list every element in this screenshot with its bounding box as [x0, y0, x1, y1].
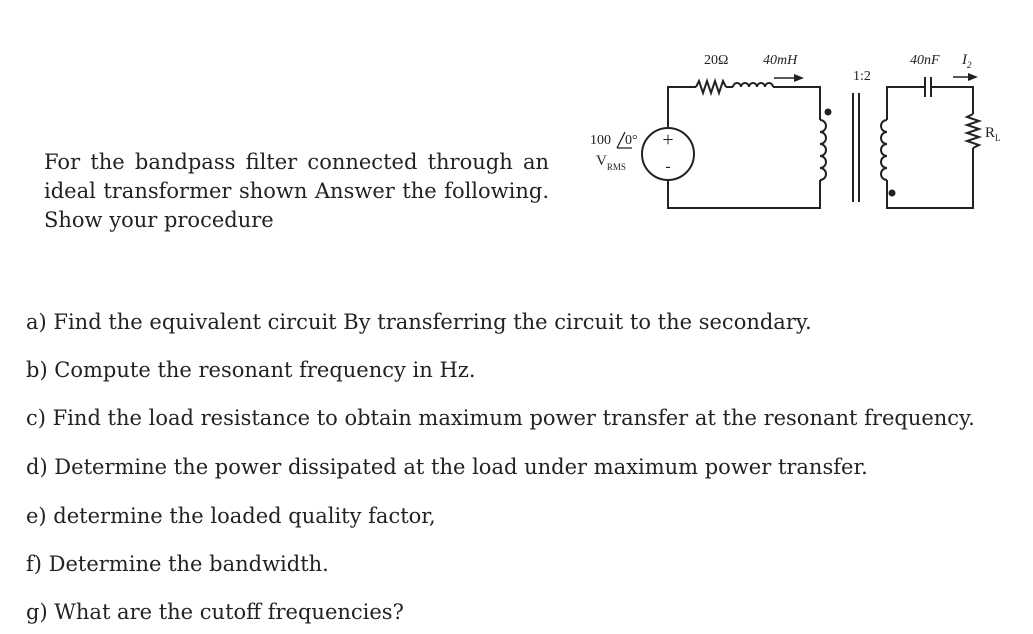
capacitor-40nf — [921, 77, 936, 97]
current-arrow-primary — [774, 74, 804, 82]
resistor-label: 20Ω — [704, 53, 728, 68]
current-arrow-i2 — [953, 73, 978, 81]
resistor-20-ohm — [695, 77, 727, 97]
current-i2-label: I — [961, 52, 968, 68]
transformer-core — [852, 93, 860, 202]
question-c: c) Find the load resistance to obtain ma… — [26, 406, 975, 430]
question-f: f) Determine the bandwidth. — [26, 552, 329, 576]
secondary-polarity-dot — [888, 189, 896, 197]
question-g: g) What are the cutoff frequencies? — [26, 600, 404, 624]
primary-wire-bottom — [667, 180, 821, 209]
source-magnitude: 100 — [590, 133, 611, 148]
secondary-wire-bottom — [886, 148, 974, 209]
circuit-diagram: 20Ω 40mH 1:2 40nF I2 RL + - 100 0° VRMS — [590, 52, 1000, 209]
question-d: d) Determine the power dissipated at the… — [26, 455, 868, 479]
secondary-winding — [880, 119, 888, 181]
voltage-source — [641, 127, 695, 181]
inductor-40mh — [732, 82, 774, 88]
primary-wire-top-right — [773, 86, 821, 120]
source-rms-subscript: RMS — [607, 162, 626, 172]
source-minus-sign: - — [665, 158, 670, 175]
svg-text:RL: RL — [985, 125, 1000, 143]
primary-wire-top-left — [667, 86, 696, 127]
source-plus-sign: + — [662, 129, 673, 151]
source-v-label: V — [596, 153, 607, 169]
svg-text:I2: I2 — [961, 52, 972, 70]
secondary-wire-top — [886, 86, 921, 120]
load-subscript: L — [995, 133, 1000, 143]
primary-polarity-dot — [824, 108, 832, 116]
load-resistor-rl — [963, 113, 983, 149]
source-angle: 0° — [625, 133, 638, 148]
primary-winding — [819, 119, 827, 181]
question-b: b) Compute the resonant frequency in Hz. — [26, 358, 476, 382]
inductor-label: 40mH — [763, 53, 798, 68]
phasor-angle-symbol — [616, 131, 632, 149]
capacitor-label: 40nF — [910, 53, 940, 68]
svg-text:VRMS: VRMS — [596, 153, 626, 172]
load-label: R — [985, 125, 995, 141]
question-e: e) determine the loaded quality factor, — [26, 504, 436, 528]
turns-ratio-label: 1:2 — [853, 69, 871, 84]
problem-intro: For the bandpass filter connected throug… — [44, 150, 549, 232]
current-i2-subscript: 2 — [967, 60, 972, 70]
question-a: a) Find the equivalent circuit By transf… — [26, 310, 812, 334]
secondary-wire-right — [936, 86, 974, 114]
